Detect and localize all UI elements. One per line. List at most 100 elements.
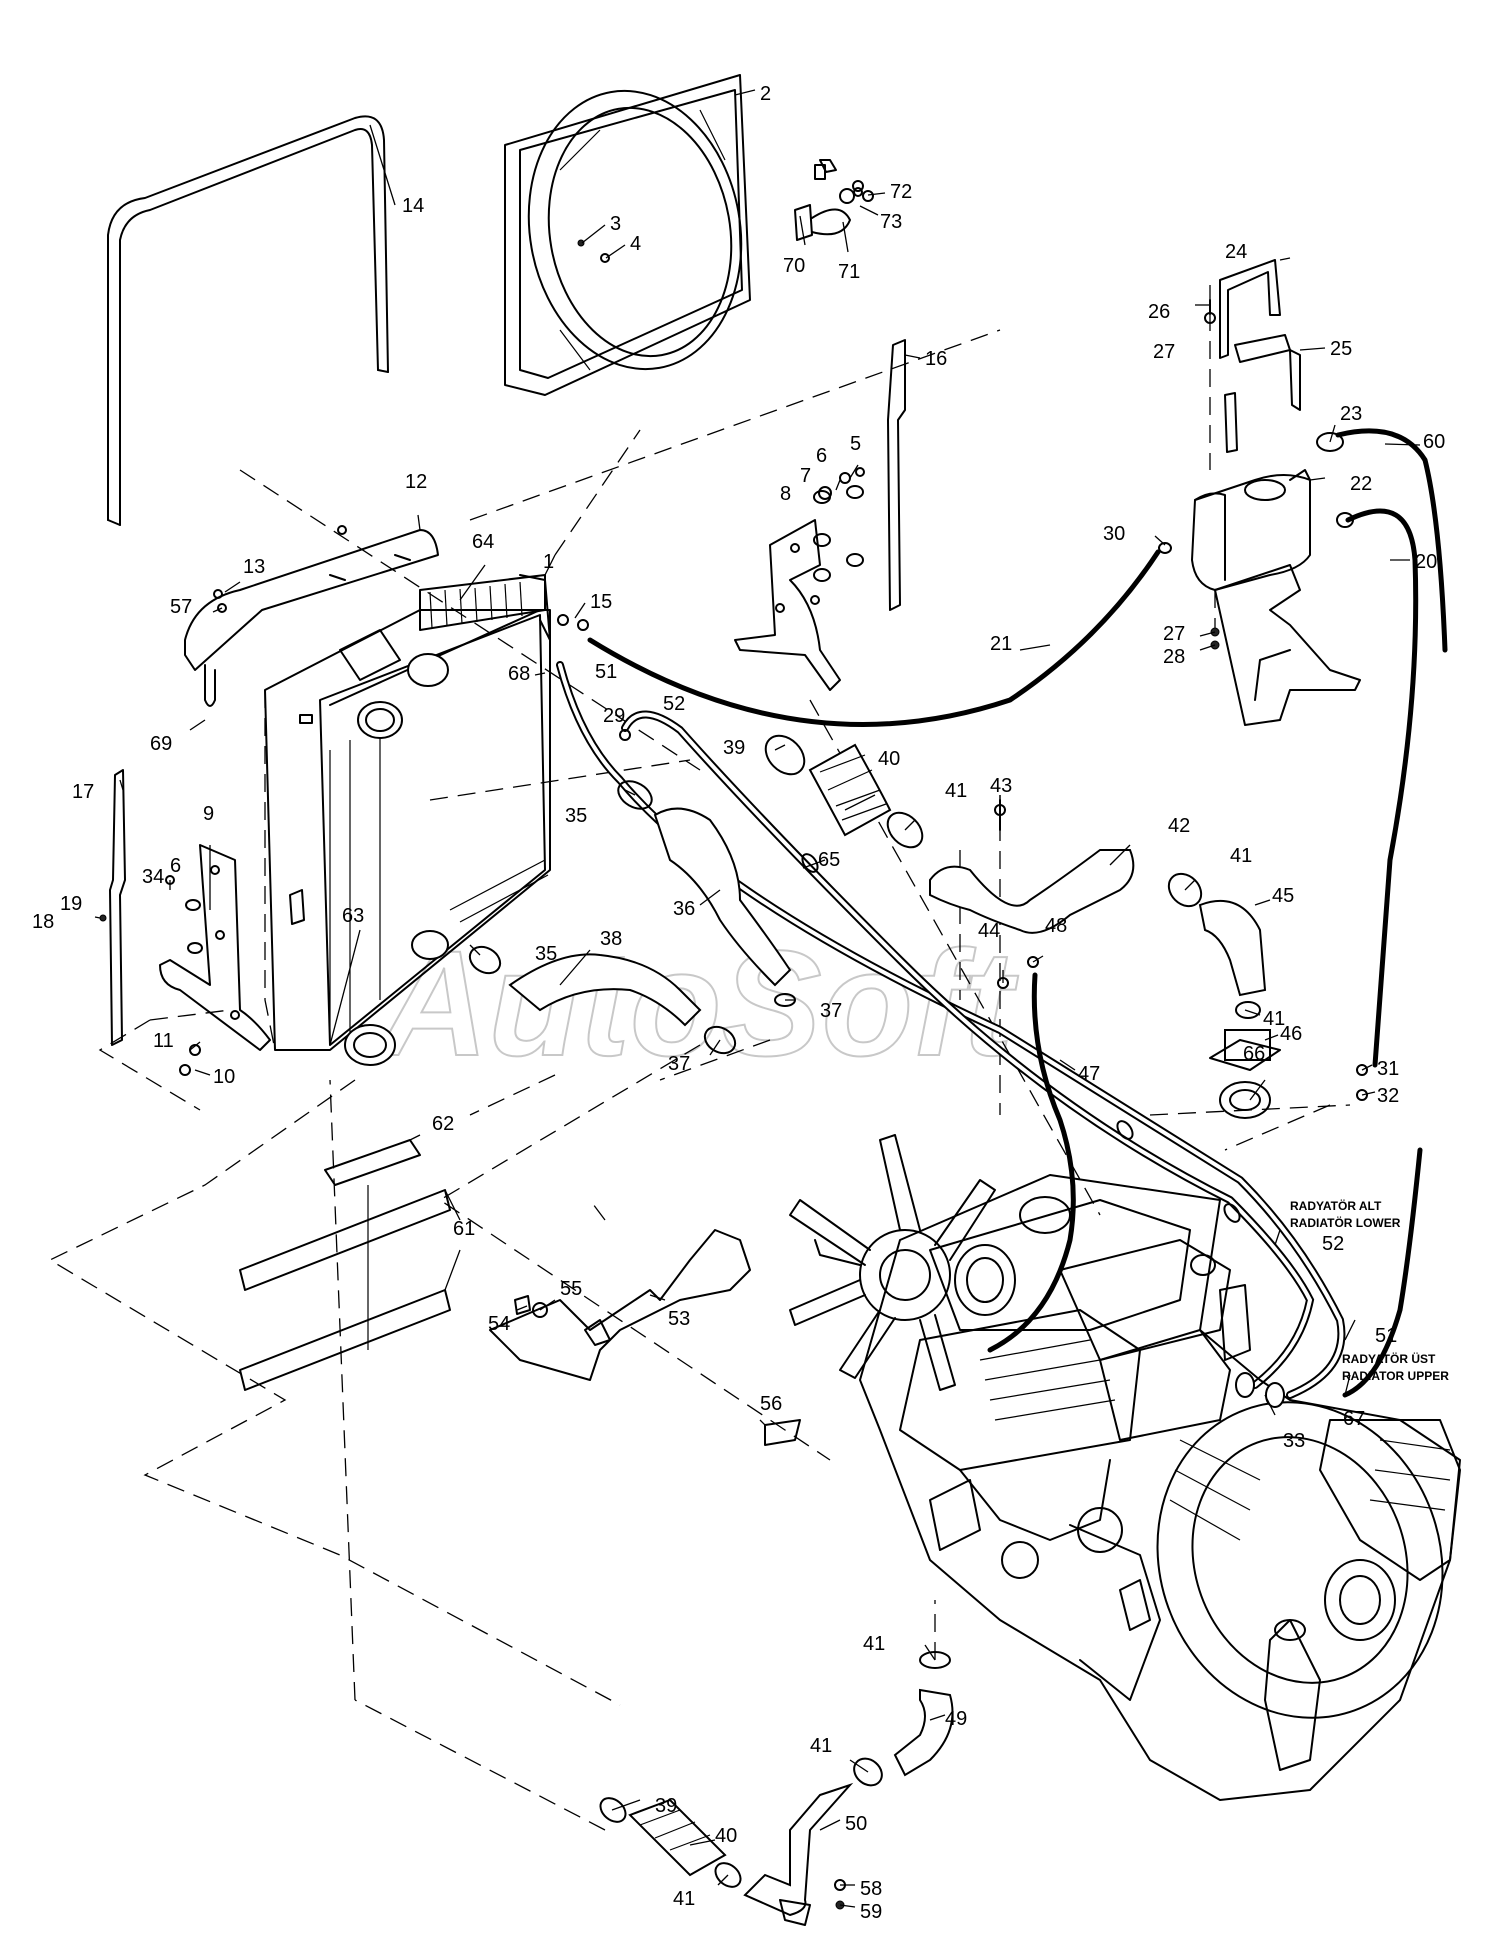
callout-label: 32 — [1377, 1085, 1399, 1107]
callout-label: 26 — [1148, 301, 1170, 323]
callout-label: 1 — [543, 551, 554, 573]
mounting-bracket-right — [734, 339, 906, 691]
callout-label: 66 — [1243, 1043, 1265, 1065]
top-shield — [184, 529, 439, 707]
note-radiator-lower-tr: RADYATÖR ALT — [1290, 1198, 1382, 1213]
callout-label: 41 — [673, 1888, 695, 1910]
callout-label: 4 — [630, 233, 641, 255]
engine-assembly — [789, 1134, 1461, 1801]
callout-label: 36 — [673, 898, 695, 920]
callout-label: 13 — [243, 556, 265, 578]
callout-label: 44 — [978, 920, 1000, 942]
callout-label: 12 — [405, 471, 427, 493]
callout-label: 41 — [1230, 845, 1252, 867]
foam-pads — [239, 1139, 451, 1391]
note-radiator-upper-num: 51 — [1375, 1325, 1397, 1347]
callout-label: 31 — [1377, 1058, 1399, 1080]
callout-label: 41 — [945, 780, 967, 802]
callout-label: 63 — [342, 905, 364, 927]
seal-gasket — [107, 115, 389, 526]
lower-bracket — [489, 1229, 801, 1446]
callout-label: 15 — [590, 591, 612, 613]
coolant-hoses — [556, 428, 1448, 1399]
callout-label: 41 — [1263, 1008, 1285, 1030]
callout-label: 67 — [1343, 1408, 1365, 1430]
expansion-tank — [1158, 259, 1361, 726]
callout-label: 24 — [1225, 241, 1247, 263]
callout-label: 50 — [845, 1813, 867, 1835]
callout-label: 16 — [925, 348, 947, 370]
callout-label: 70 — [783, 255, 805, 277]
callout-label: 59 — [860, 1901, 882, 1923]
callout-label: 48 — [1045, 915, 1067, 937]
callout-label: 29 — [603, 705, 625, 727]
callout-label: 41 — [863, 1633, 885, 1655]
lower-hose-set — [468, 780, 796, 1055]
callout-label: 47 — [1078, 1063, 1100, 1085]
callout-label: 3 — [610, 213, 621, 235]
callout-label: 69 — [150, 733, 172, 755]
callout-label: 61 — [453, 1218, 475, 1240]
callout-label: 57 — [170, 596, 192, 618]
callout-label: 27 — [1163, 623, 1185, 645]
callout-label: 43 — [990, 775, 1012, 797]
callout-label: 22 — [1350, 473, 1372, 495]
upper-pipe-set — [764, 734, 1281, 1119]
note-radiator-upper-tr: RADYATÖR ÜST — [1342, 1351, 1436, 1366]
callout-label: 40 — [878, 748, 900, 770]
callout-labels: 1 2 3 4 5 6 6 7 8 9 10 11 12 13 14 15 16… — [32, 83, 1445, 1923]
callout-label: 28 — [1163, 646, 1185, 668]
fan-shroud — [504, 74, 751, 396]
callout-label: 41 — [810, 1735, 832, 1757]
callout-label: 58 — [860, 1878, 882, 1900]
callout-label: 68 — [508, 663, 530, 685]
note-radiator-upper-en: RADIATOR UPPER — [1342, 1369, 1449, 1383]
callout-label: 73 — [880, 211, 902, 233]
callout-label: 23 — [1340, 403, 1362, 425]
callout-label: 17 — [72, 781, 94, 803]
mounting-bracket-left — [109, 769, 271, 1051]
callout-label: 60 — [1423, 431, 1445, 453]
callout-label: 5 — [850, 433, 861, 455]
callout-label: 21 — [990, 633, 1012, 655]
callout-label: 6 — [816, 445, 827, 467]
callout-label: 35 — [565, 805, 587, 827]
callout-label: 10 — [213, 1066, 235, 1088]
callout-label: 11 — [153, 1030, 174, 1052]
leader-lines — [94, 89, 1421, 1908]
callout-label: 6 — [170, 855, 181, 877]
callout-label: 40 — [715, 1825, 737, 1847]
side-plate — [264, 690, 276, 1051]
callout-label: 34 — [142, 866, 164, 888]
callout-label: 37 — [668, 1053, 690, 1075]
callout-label: 65 — [818, 849, 840, 871]
callout-label: 35 — [535, 943, 557, 965]
lower-pipe-set — [599, 1651, 954, 1926]
fan — [789, 1134, 996, 1391]
callout-label: 37 — [820, 1000, 842, 1022]
callout-label: 38 — [600, 928, 622, 950]
callout-label: 72 — [890, 181, 912, 203]
callout-label: 9 — [203, 803, 214, 825]
callout-label: 2 — [760, 83, 771, 105]
callout-label: 8 — [780, 483, 791, 505]
callout-label: 18 — [32, 911, 54, 933]
callout-label: 45 — [1272, 885, 1294, 907]
hose-clips — [801, 853, 1241, 1223]
shroud-bracket-hardware — [794, 159, 863, 241]
callout-label: 55 — [560, 1278, 582, 1300]
callout-label: 46 — [1280, 1023, 1302, 1045]
callout-label: 20 — [1415, 551, 1437, 573]
callout-label: 14 — [402, 195, 424, 217]
callout-label: 39 — [655, 1795, 677, 1817]
callout-label: 64 — [472, 531, 494, 553]
callout-label: 19 — [60, 893, 82, 915]
callout-label: 42 — [1168, 815, 1190, 837]
callout-label: 7 — [800, 465, 811, 487]
callout-label: 30 — [1103, 523, 1125, 545]
callout-label: 54 — [488, 1313, 510, 1335]
callout-label: 53 — [668, 1308, 690, 1330]
callout-label: 51 — [595, 661, 617, 683]
callout-label: 33 — [1283, 1430, 1305, 1452]
callout-label: 71 — [838, 261, 860, 283]
